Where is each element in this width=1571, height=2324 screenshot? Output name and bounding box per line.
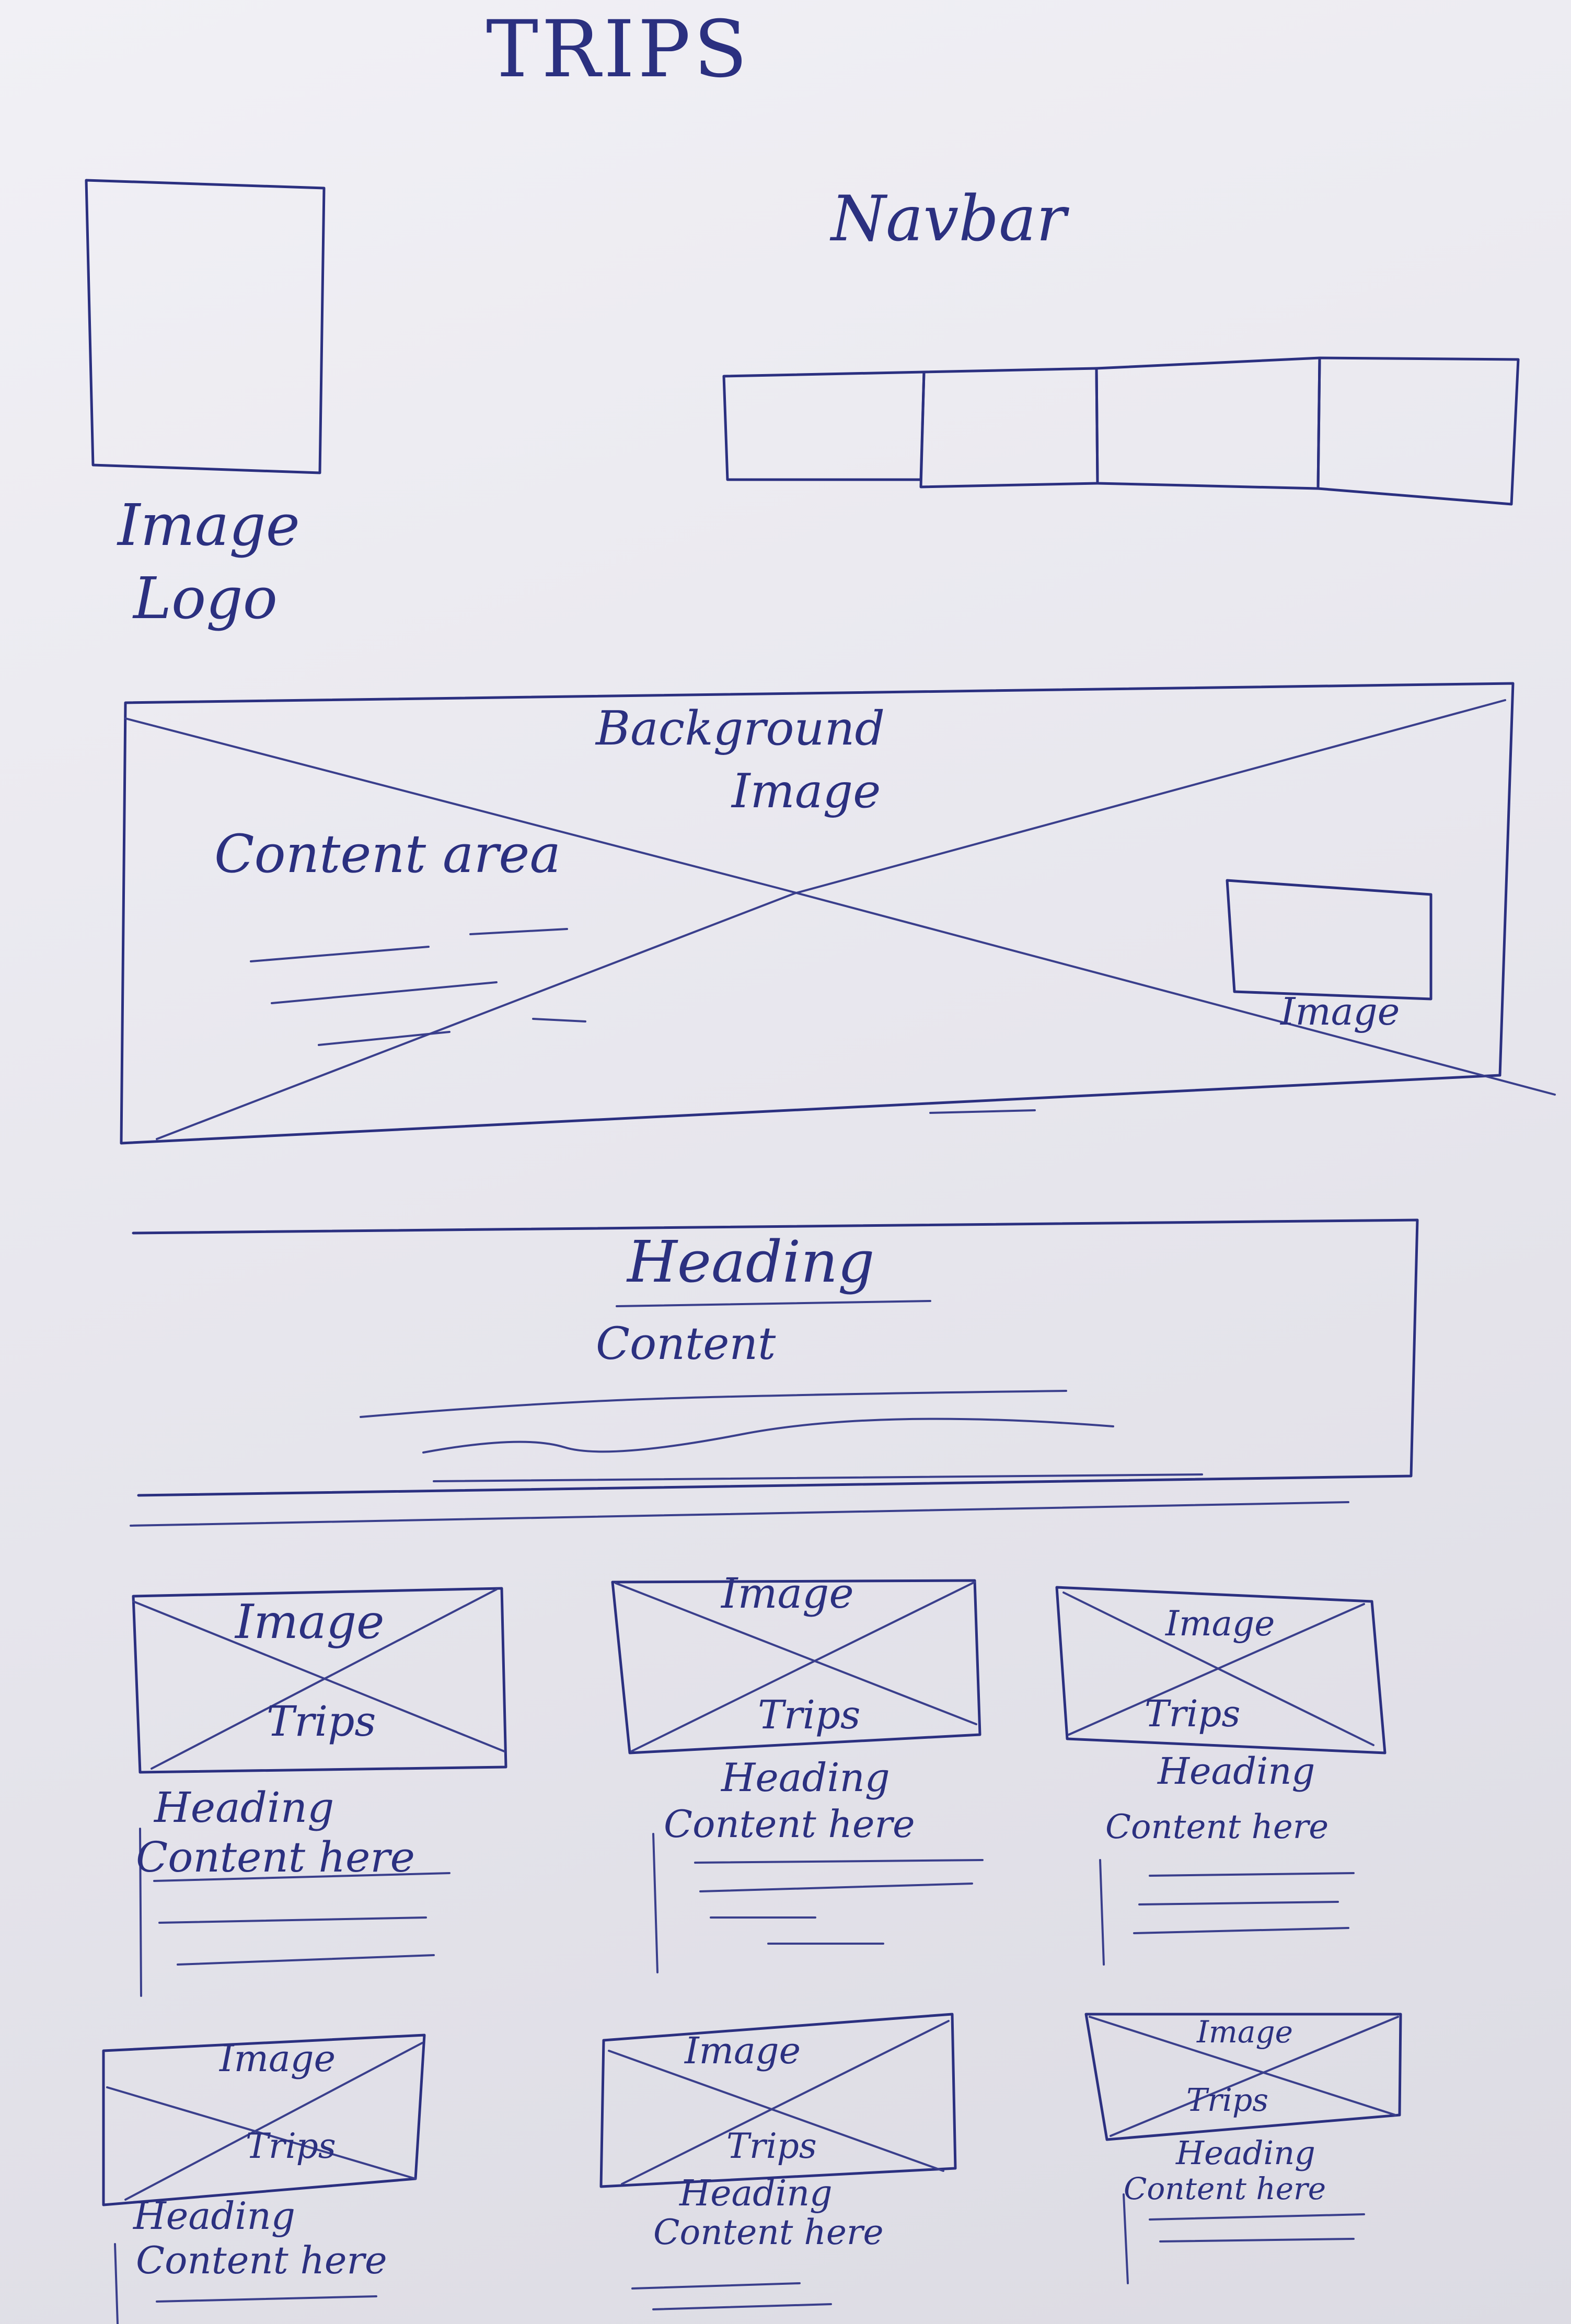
card-content: Content here [136,1833,415,1881]
intro-box [132,1218,1419,1497]
card-6-image-box [1084,2013,1402,2141]
hero-line-3 [271,981,498,1004]
hero-box [120,682,1515,1145]
hero-content-label: Content area [214,823,561,885]
card-heading: Heading [154,1783,334,1832]
logo-label-line1: Image [118,492,300,559]
nav-box-2 [919,367,1099,489]
hero-line-5 [532,1018,586,1022]
card-image-sub: Trips [726,2126,817,2166]
card-image-sub: Trips [758,1692,861,1738]
card-image-label: Image [685,2029,801,2072]
card-heading: Heading [1176,2134,1315,2172]
intro-line-3 [433,1473,1203,1482]
card-5-image-box [599,2013,957,2188]
hero-cross-2 [156,699,1506,1140]
card-content: Content here [653,2212,884,2252]
card-content: Content here [136,2238,387,2282]
card-image-label: Image [220,2037,336,2080]
intro-line-2 [422,1417,1114,1454]
hero-line-4 [318,1031,450,1046]
card-image-sub: Trips [267,1697,376,1746]
hero-cross-1 [124,717,1556,1096]
heading-underline [616,1300,931,1307]
page-title: TRIPS [486,4,750,95]
card-image-label: Image [721,1569,854,1618]
card-content: Content here [1105,1808,1329,1846]
card-3-image-box [1055,1586,1387,1754]
logo-label-line2: Logo [133,565,278,632]
card-image-sub: Trips [246,2126,336,2166]
hero-image-label: Image [1280,990,1400,1033]
card-image-sub: Trips [1145,1692,1241,1735]
card-1-image-box [132,1587,507,1774]
card-heading: Heading [721,1754,890,1800]
card-image-sub: Trips [1186,2082,1269,2119]
intro-content: Content [596,1318,776,1370]
hero-line-1 [250,946,430,962]
card-content: Content here [1124,2171,1326,2206]
nav-box-4 [1316,356,1520,506]
card-content: Content here [664,1802,915,1846]
navbar-label: Navbar [831,183,1067,255]
card-image-label: Image [235,1595,385,1649]
hero-line-2 [469,928,568,935]
card-image-label: Image [1197,2014,1293,2050]
logo-image-box [85,179,326,474]
intro-underline [130,1501,1349,1527]
hero-background-label-2: Image [732,764,881,819]
card-heading: Heading [1158,1750,1315,1793]
intro-line-1 [360,1390,1067,1418]
card-image-label: Image [1165,1603,1275,1644]
card-heading: Heading [133,2194,295,2238]
hero-image-box [1226,879,1433,1001]
hero-line-6 [929,1109,1036,1114]
nav-box-1 [722,370,926,481]
hero-background-label-1: Background [596,701,885,756]
intro-heading: Heading [627,1228,875,1295]
nav-box-3 [1095,356,1321,490]
card-heading: Heading [679,2173,833,2214]
card-2-image-box [611,1579,981,1754]
